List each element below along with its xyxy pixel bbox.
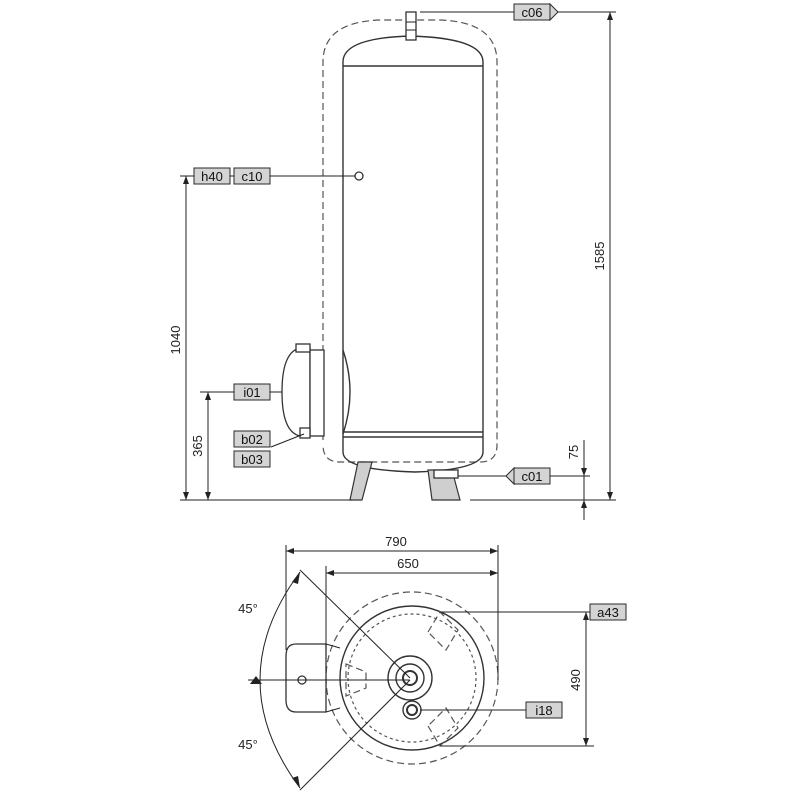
- svg-text:c06: c06: [522, 5, 543, 20]
- svg-text:b03: b03: [241, 452, 263, 467]
- tank-body: [342, 35, 484, 473]
- tag-i18: i18: [525, 701, 563, 719]
- front-dimensions: 1585 1040 365 75: [168, 11, 616, 520]
- tag-c01: c01: [505, 466, 551, 486]
- top-dimensions: 790 650 490 45° 45°: [238, 534, 594, 752]
- central-hub-outer: [387, 655, 433, 701]
- tag-i01: i01: [233, 383, 271, 401]
- svg-text:i01: i01: [243, 385, 260, 400]
- svg-text:a43: a43: [597, 605, 619, 620]
- svg-text:b02: b02: [241, 432, 263, 447]
- tag-c06: c06: [513, 2, 559, 22]
- foot-plan-top: [427, 611, 459, 651]
- dim-height-c10: 1040: [168, 326, 183, 355]
- top-connector: [405, 11, 417, 41]
- foot-plan-left: [345, 663, 367, 697]
- tag-h40: h40: [193, 167, 231, 185]
- tank-circle-outer: [339, 605, 485, 751]
- tag-b03: b03: [233, 450, 271, 468]
- svg-text:c10: c10: [242, 169, 263, 184]
- tank-circle-inner: [347, 613, 477, 743]
- top-view: [248, 569, 499, 791]
- foot-plan-bottom: [427, 707, 459, 747]
- dim-width-inner: 650: [397, 556, 419, 571]
- foot-left: [349, 461, 373, 501]
- dim-width-outer: 790: [385, 534, 407, 549]
- svg-text:h40: h40: [201, 169, 223, 184]
- dim-height-i01: 365: [190, 435, 205, 457]
- bottom-connector: [433, 469, 459, 479]
- dim-depth: 490: [568, 669, 583, 691]
- front-view: [281, 11, 498, 501]
- angle-arc: [259, 571, 301, 789]
- dim-height-c01: 75: [566, 445, 581, 459]
- side-flange: [342, 349, 351, 435]
- sensor-port: [354, 171, 364, 181]
- heater-box: [309, 349, 325, 437]
- svg-text:i18: i18: [535, 703, 552, 718]
- angle-top-label: 45°: [238, 601, 258, 616]
- dim-total-height: 1585: [592, 242, 607, 271]
- tag-c10: c10: [233, 167, 271, 185]
- angle-bottom-label: 45°: [238, 737, 258, 752]
- tag-b02: b02: [233, 430, 271, 448]
- heater-cover: [281, 347, 311, 437]
- svg-text:c01: c01: [522, 469, 543, 484]
- insulation-outline: [322, 19, 498, 463]
- tag-a43: a43: [589, 603, 627, 621]
